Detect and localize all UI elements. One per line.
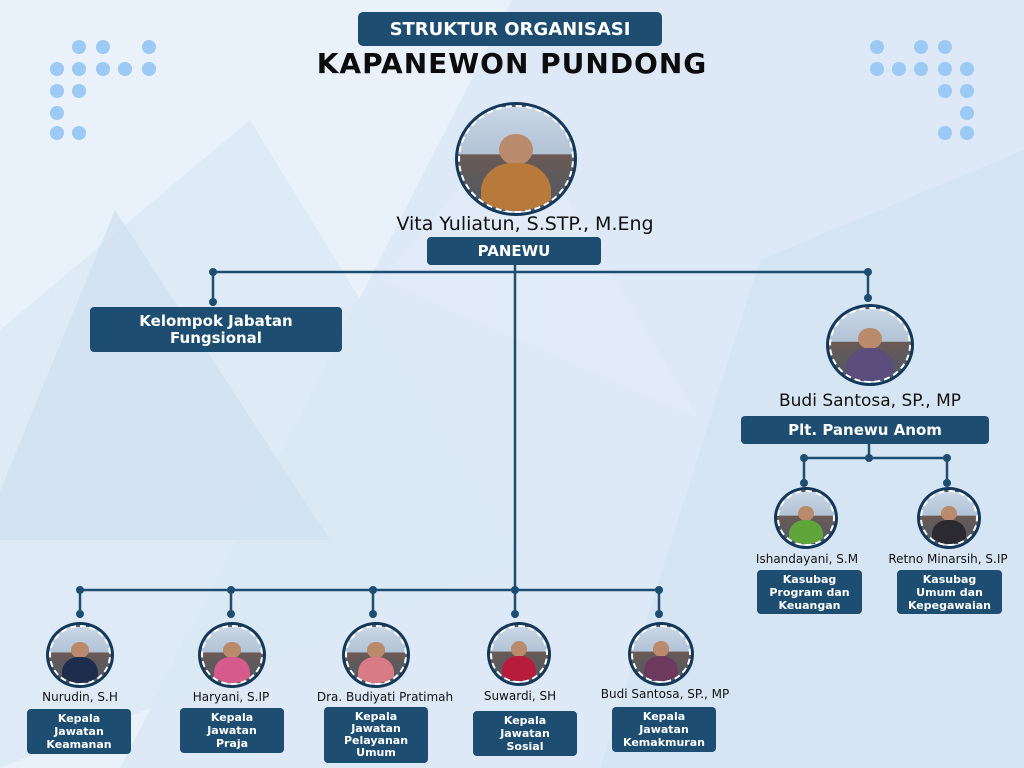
role-line: Keuangan	[778, 598, 841, 612]
department-name: Haryani, S.IP	[192, 690, 270, 704]
role-line: Kepala	[210, 711, 254, 724]
role-line: Jawatan	[639, 723, 689, 736]
deputy-role-box: Plt. Panewu Anom	[741, 416, 989, 444]
department-role-box: Kepala Jawatan Praja	[180, 708, 284, 753]
role-line: Kepala	[57, 712, 101, 725]
connector-node	[655, 610, 663, 618]
connector-node	[209, 268, 217, 276]
dots-decoration-left	[48, 40, 168, 150]
functional-label-line2: Fungsional	[170, 328, 262, 347]
head-name: Vita Yuliatun, S.STP., M.Eng	[396, 213, 654, 235]
sub-section-name: Ishandayani, S.M	[755, 552, 859, 566]
role-line: Program dan	[769, 585, 850, 599]
sub-section-role-box: Kasubag Program dan Keuangan	[757, 570, 862, 614]
connector-node	[865, 454, 873, 462]
dots-decoration-right	[868, 40, 988, 150]
role-line: Kasubag	[922, 572, 977, 586]
role-line: Kemakmuran	[623, 736, 705, 749]
department-role-box: Kepala Jawatan Kemakmuran	[612, 707, 716, 752]
role-line: Jawatan	[351, 722, 401, 735]
connector-node	[800, 479, 808, 487]
sub-section-role-box: Kasubag Umum dan Kepegawaian	[897, 570, 1002, 614]
sub-section-photo	[917, 487, 981, 549]
role-line: Jawatan	[500, 727, 550, 740]
role-line: Umum	[356, 746, 396, 759]
role-line: Kepala	[642, 710, 686, 723]
functional-label-line1: Kelompok Jabatan	[139, 311, 293, 330]
connector-node	[511, 610, 519, 618]
department-role-box: Kepala Jawatan Keamanan	[27, 709, 131, 754]
deputy-photo	[826, 304, 914, 386]
connector-node	[511, 586, 519, 594]
role-line: Kepegawaian	[907, 598, 992, 612]
head-role: PANEWU	[477, 242, 551, 260]
department-name: Nurudin, S.H	[42, 690, 118, 704]
connector-node	[369, 586, 377, 594]
role-line: Keamanan	[46, 738, 112, 751]
connector-node	[209, 298, 217, 306]
department-photo	[487, 622, 551, 686]
sub-section-name: Retno Minarsih, S.IP	[888, 552, 1008, 566]
head-photo	[455, 102, 577, 216]
page-title: KAPANEWON PUNDONG	[316, 47, 708, 80]
connector-node	[76, 586, 84, 594]
connector-node	[864, 294, 872, 302]
sub-section-photo	[774, 487, 838, 549]
deputy-role: Plt. Panewu Anom	[788, 421, 942, 439]
department-name: Budi Santosa, SP., MP	[600, 687, 730, 701]
connector-node	[76, 610, 84, 618]
department-name: Dra. Budiyati Pratimah	[316, 690, 454, 704]
department-photo	[198, 622, 266, 688]
role-line: Sosial	[506, 740, 544, 753]
role-line: Praja	[215, 737, 249, 750]
deputy-name: Budi Santosa, SP., MP	[778, 391, 961, 411]
role-line: Jawatan	[54, 725, 104, 738]
role-line: Kepala	[503, 714, 547, 727]
connector-node	[864, 268, 872, 276]
connector-node	[800, 454, 808, 462]
connector-node	[943, 454, 951, 462]
functional-group-box: Kelompok Jabatan Fungsional	[90, 307, 342, 352]
role-line: Jawatan	[207, 724, 257, 737]
role-line: Umum dan	[916, 585, 983, 599]
head-role-box: PANEWU	[427, 237, 601, 265]
connector-node	[943, 479, 951, 487]
department-photo	[628, 622, 694, 686]
connector-node	[369, 610, 377, 618]
department-role-box: Kepala Jawatan Pelayanan Umum	[324, 707, 428, 763]
department-photo	[46, 622, 114, 688]
role-line: Kepala	[354, 710, 398, 723]
role-line: Pelayanan	[343, 734, 409, 747]
title-badge: STRUKTUR ORGANISASI	[358, 12, 662, 46]
connector-node	[227, 610, 235, 618]
role-line: Kasubag	[782, 572, 837, 586]
department-role-box: Kepala Jawatan Sosial	[473, 711, 577, 756]
department-photo	[342, 622, 410, 688]
connector-node	[655, 586, 663, 594]
connector-node	[227, 586, 235, 594]
department-name: Suwardi, SH	[483, 689, 557, 703]
